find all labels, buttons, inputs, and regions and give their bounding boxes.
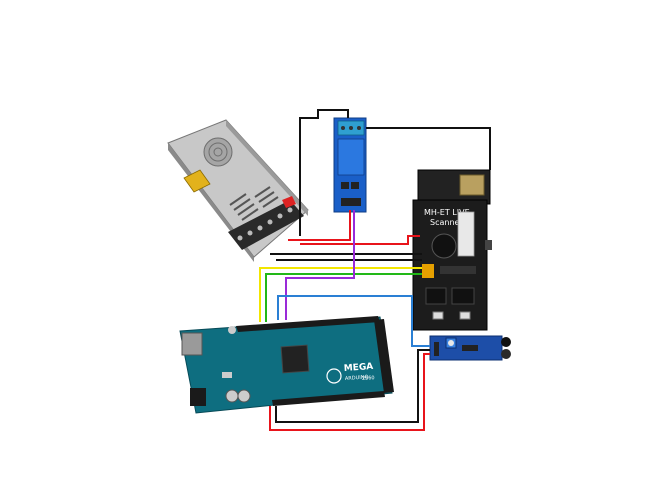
barcode-scanner: MH-ET LIVE Scanner — [412, 169, 492, 331]
wires — [259, 109, 491, 431]
scanner-side-button — [485, 240, 492, 250]
wire-green — [265, 273, 422, 322]
mega-brand-text: ARDUINO — [345, 374, 369, 382]
wire-blue — [277, 295, 430, 347]
mega-reset-button — [228, 326, 236, 334]
ir-obstacle-sensor — [429, 335, 511, 361]
psu-vent-slots — [229, 186, 279, 221]
scanner-label-line2: Scanner — [430, 218, 463, 227]
psu-warning-label — [183, 169, 211, 193]
sensor-ir-receiver — [501, 349, 511, 359]
wire-black-relay-scanner — [366, 127, 491, 170]
relay-header-pins — [341, 198, 361, 206]
mega-model-text: 2560 — [362, 375, 375, 382]
scanner-usb-port-1 — [432, 311, 444, 320]
mega-header-right — [374, 319, 394, 393]
relay-cube — [337, 138, 365, 176]
psu-fan-grille — [203, 137, 233, 167]
wire-red-psu-relay — [288, 210, 351, 241]
wire-red-sensor — [269, 353, 430, 431]
sensor-header-pins — [434, 342, 439, 356]
wire-yellow — [259, 267, 422, 322]
wire-black-sensor — [275, 349, 430, 423]
mega-arduino-logo — [326, 368, 342, 384]
scanner-ribbon — [457, 211, 475, 257]
power-supply — [167, 119, 309, 262]
sensor-ir-led — [501, 337, 511, 347]
wire-purple — [285, 210, 355, 320]
mega-logo-text: MEGA — [344, 362, 374, 374]
wire-black-relay-loop — [299, 109, 349, 236]
scanner-buzzer — [431, 233, 457, 259]
scanner-usb-port-2 — [459, 311, 471, 320]
mega-header-bottom — [272, 391, 385, 406]
scanner-label-line1: MH-ET LIVE — [424, 208, 470, 217]
mega-usb-port — [181, 332, 203, 356]
relay-module — [333, 117, 367, 213]
mega-chip — [280, 344, 310, 374]
arduino-mega: MEGA ARDUINO 2560 — [179, 316, 394, 414]
psu-terminal-block — [228, 200, 304, 250]
mega-header-top — [236, 316, 380, 332]
psu-red-indicator — [282, 196, 296, 208]
mega-power-jack — [190, 388, 206, 406]
scanner-connector — [422, 264, 434, 278]
